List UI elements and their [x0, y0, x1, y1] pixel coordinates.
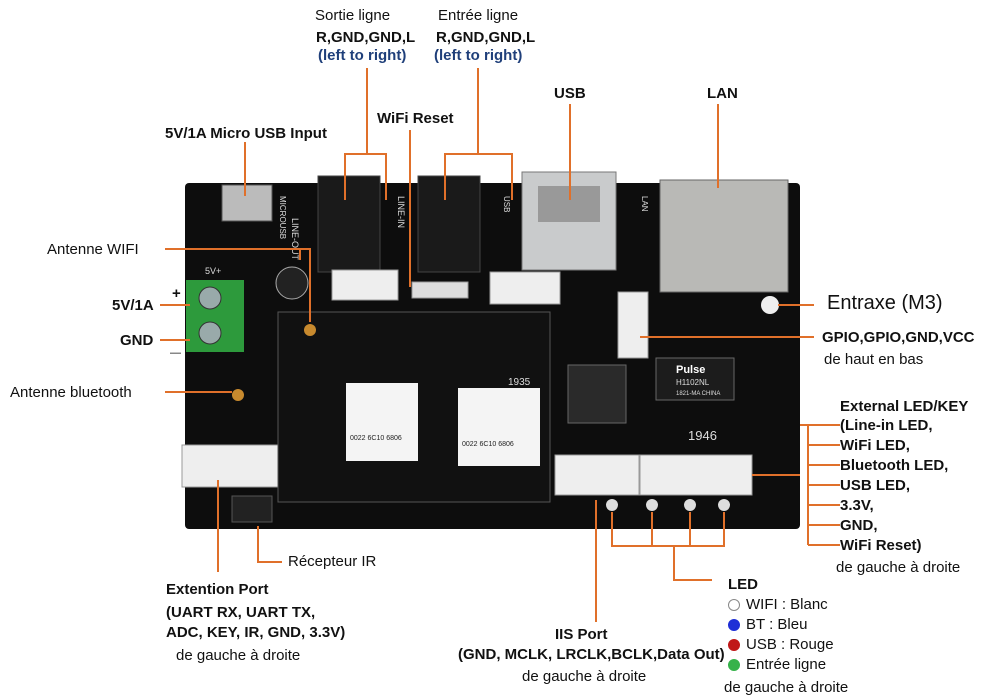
silk-pulse: Pulse	[676, 364, 705, 376]
qr1-text: 0022 6C10 6806	[350, 435, 402, 442]
led-legend-label: WIFI : Blanc	[746, 596, 828, 613]
led-color-dot-icon	[728, 658, 740, 671]
label-iis-title: IIS Port	[555, 626, 608, 643]
label-ext-led-item-0: (Line-in LED,	[840, 417, 933, 434]
label-led-title: LED	[728, 576, 758, 593]
led-wifi	[606, 499, 618, 511]
label-led-dir: de gauche à droite	[724, 679, 849, 696]
label-sortie-pins: R,GND,GND,L	[316, 29, 416, 46]
label-minus: —	[170, 347, 181, 359]
label-ext-port-dir: de gauche à droite	[176, 647, 301, 664]
label-ext-port-title: Extention Port	[166, 581, 269, 598]
silk-line-in: LINE-IN	[396, 196, 406, 228]
led-legend-label: BT : Bleu	[746, 616, 808, 633]
qr2-text: 0022 6C10 6806	[462, 441, 514, 448]
label-entree-pins: R,GND,GND,L	[436, 29, 536, 46]
ir-receiver	[231, 495, 273, 523]
label-ir: Récepteur IR	[288, 553, 377, 570]
lan-port	[659, 179, 789, 293]
micro-usb-port	[221, 184, 273, 222]
label-gpio-dir: de haut en bas	[824, 351, 924, 368]
label-gnd: GND	[120, 332, 154, 349]
led-legend-label: USB : Rouge	[746, 636, 834, 653]
label-5v: 5V/1A	[112, 297, 154, 314]
led-legend-item: Entrée ligne	[728, 656, 826, 673]
label-sortie-dir: (left to right)	[318, 47, 407, 64]
qr-sticker-1	[346, 383, 418, 461]
label-ext-led-item-4: 3.3V,	[840, 497, 874, 514]
silk-pulse-part: H1102NL	[676, 378, 710, 387]
extension-port-connector	[181, 444, 279, 488]
led-color-dot-icon	[728, 618, 740, 631]
led-color-dot-icon	[728, 638, 740, 651]
label-sortie-ligne: Sortie ligne	[315, 7, 391, 24]
led-bt	[646, 499, 658, 511]
qr-sticker-2	[458, 388, 540, 466]
led-usb	[684, 499, 696, 511]
label-iis-pins: (GND, MCLK, LRCLK,BCLK,Data Out)	[458, 646, 725, 663]
label-ext-port-line2: ADC, KEY, IR, GND, 3.3V)	[166, 624, 346, 641]
led-color-dot-icon	[728, 598, 740, 611]
line-out-connector	[331, 269, 399, 301]
silk-5v: 5V+	[205, 266, 221, 276]
label-entree-dir: (left to right)	[434, 47, 523, 64]
label-ext-led-item-3: USB LED,	[840, 477, 911, 494]
silk-code: 1946	[688, 428, 717, 443]
external-led-connector	[639, 454, 753, 496]
capacitor	[275, 266, 309, 300]
wifi-antenna-connector	[304, 324, 316, 336]
gpio-connector	[617, 291, 649, 359]
silk-line-out: LINE-OUT	[290, 218, 300, 261]
terminal-screw-bottom	[198, 321, 222, 345]
pulse-transformer	[655, 357, 735, 401]
label-ext-port-line1: (UART RX, UART TX,	[166, 604, 316, 621]
terminal-screw-top	[198, 286, 222, 310]
led-legend-item: USB : Rouge	[728, 636, 834, 653]
label-ext-led-item-1: WiFi LED,	[840, 437, 910, 454]
label-plus: +	[172, 285, 181, 302]
led-legend-item: BT : Bleu	[728, 616, 807, 633]
led-legend-label: Entrée ligne	[746, 656, 827, 673]
silk-microusb: MICROUSB	[278, 196, 287, 239]
label-entree-ligne: Entrée ligne	[438, 7, 519, 24]
line-out-jack	[317, 175, 381, 273]
silk-pulse-sub: 1821-MA CHINA	[676, 391, 720, 397]
label-antenne-wifi: Antenne WIFI	[47, 241, 139, 258]
silk-chip-code: 1935	[508, 377, 531, 388]
label-micro-usb: 5V/1A Micro USB Input	[165, 125, 327, 142]
iis-port-connector	[554, 454, 640, 496]
wifi-reset-button	[411, 281, 469, 299]
label-wifi-reset: WiFi Reset	[377, 110, 454, 127]
label-antenne-bt: Antenne bluetooth	[10, 384, 132, 401]
callout-lines	[160, 68, 840, 622]
silk-lan: LAN	[640, 196, 649, 212]
line-in-connector	[489, 271, 561, 305]
mounting-hole	[761, 296, 779, 314]
led-legend-item: WIFI : Blanc	[728, 596, 828, 613]
label-gpio: GPIO,GPIO,GND,VCC	[822, 329, 975, 346]
label-ext-led-item-6: WiFi Reset)	[840, 537, 922, 554]
bt-antenna-connector	[232, 389, 244, 401]
label-ext-led-title: External LED/KEY	[840, 398, 969, 415]
label-iis-dir: de gauche à droite	[522, 668, 647, 685]
label-ext-led-item-2: Bluetooth LED,	[840, 457, 949, 474]
led-line-in	[718, 499, 730, 511]
silk-usb: USB	[502, 196, 511, 212]
line-in-jack	[417, 175, 481, 273]
label-lan: LAN	[707, 85, 738, 102]
label-entraxe: Entraxe (M3)	[827, 292, 943, 314]
label-ext-led-item-5: GND,	[840, 517, 878, 534]
label-ext-led-dir: de gauche à droite	[836, 559, 961, 576]
label-usb: USB	[554, 85, 586, 102]
chip	[567, 364, 627, 424]
